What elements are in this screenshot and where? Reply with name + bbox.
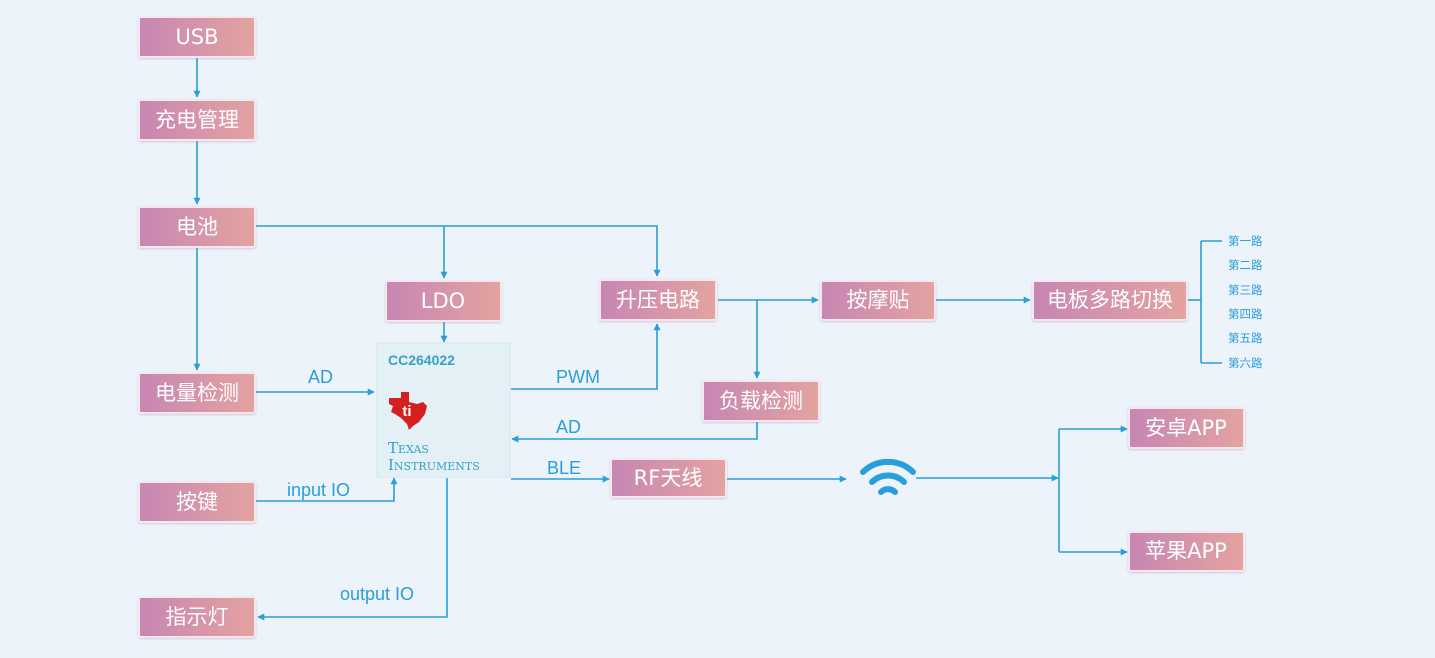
- edge-battery-boost: [256, 225, 661, 277]
- node-indicator: 指示灯: [138, 596, 256, 638]
- label-ad-load: AD: [556, 417, 581, 437]
- node-battery-detect: 电量检测: [138, 372, 256, 414]
- label-input-io: input IO: [287, 480, 350, 500]
- label-pwm: PWM: [556, 367, 600, 387]
- edge-button-chip: [256, 477, 398, 502]
- node-apple-app: 苹果APP: [1128, 531, 1245, 572]
- node-massage-pad: 按摩贴: [820, 280, 936, 321]
- node-boost: 升压电路: [599, 279, 717, 321]
- channel-6: 第六路: [1228, 356, 1263, 370]
- node-usb-label: USB: [175, 25, 218, 49]
- node-massage-pad-label: 按摩贴: [847, 288, 910, 312]
- node-electrode-switch: 电板多路切换: [1032, 280, 1188, 321]
- node-charge-management: 充电管理: [138, 99, 256, 141]
- channel-1: 第一路: [1228, 234, 1263, 248]
- texas-instruments-logo: ti: [389, 392, 427, 430]
- svg-text:ti: ti: [402, 403, 411, 420]
- node-boost-label: 升压电路: [616, 288, 700, 312]
- channel-2: 第二路: [1228, 258, 1263, 272]
- ti-brand-line1: Texas: [388, 439, 429, 457]
- wifi-icon: [860, 458, 916, 495]
- edge-chip-boost: [511, 323, 661, 390]
- label-output-io: output IO: [340, 584, 414, 604]
- node-load-detect-label: 负载检测: [719, 389, 803, 413]
- channel-list: 第一路 第二路 第三路 第四路 第五路 第六路: [1228, 234, 1263, 370]
- edge-labels: AD input IO output IO PWM AD BLE: [287, 367, 600, 604]
- node-android-app-label: 安卓APP: [1145, 416, 1227, 440]
- node-usb: USB: [138, 16, 256, 58]
- node-battery-label: 电池: [176, 215, 218, 239]
- chip-cc264022: CC264022 ti Texas Instruments: [376, 342, 511, 478]
- node-button: 按键: [138, 481, 256, 523]
- node-battery-detect-label: 电量检测: [155, 381, 239, 405]
- node-battery: 电池: [138, 206, 256, 248]
- node-load-detect: 负载检测: [702, 380, 820, 422]
- ti-brand-line2: Instruments: [388, 456, 480, 474]
- channel-3: 第三路: [1228, 283, 1263, 297]
- channel-5: 第五路: [1228, 331, 1263, 345]
- nodes: USB 充电管理 电池 电量检测 按键 指示灯 LDO 升压电路: [138, 16, 1245, 638]
- label-ble: BLE: [547, 458, 581, 478]
- node-charge-management-label: 充电管理: [155, 108, 239, 132]
- label-ad-in: AD: [308, 367, 333, 387]
- node-electrode-switch-label: 电板多路切换: [1047, 288, 1173, 312]
- connectors: [193, 57, 1222, 621]
- node-apple-app-label: 苹果APP: [1145, 539, 1227, 563]
- node-button-label: 按键: [176, 490, 218, 514]
- edge-chip-indicator: [257, 478, 448, 621]
- node-rf-antenna: RF天线: [610, 458, 727, 498]
- node-rf-antenna-label: RF天线: [634, 466, 703, 490]
- channel-4: 第四路: [1228, 307, 1263, 321]
- node-ldo: LDO: [385, 280, 502, 322]
- edge-load-chip: [511, 420, 758, 443]
- node-indicator-label: 指示灯: [166, 605, 229, 629]
- node-ldo-label: LDO: [421, 289, 465, 313]
- node-android-app: 安卓APP: [1128, 407, 1245, 449]
- chip-name: CC264022: [388, 352, 455, 368]
